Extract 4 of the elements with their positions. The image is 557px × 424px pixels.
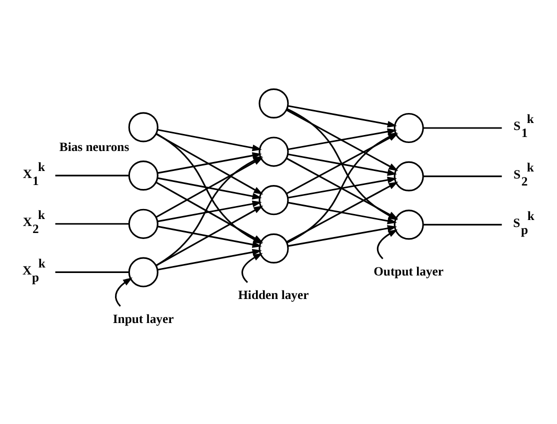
node-text: Hidden layer: [238, 288, 309, 302]
node-text: Input layer: [112, 312, 174, 326]
node-text: Output layer: [374, 264, 444, 278]
node-label: Bias neurons: [59, 140, 130, 154]
